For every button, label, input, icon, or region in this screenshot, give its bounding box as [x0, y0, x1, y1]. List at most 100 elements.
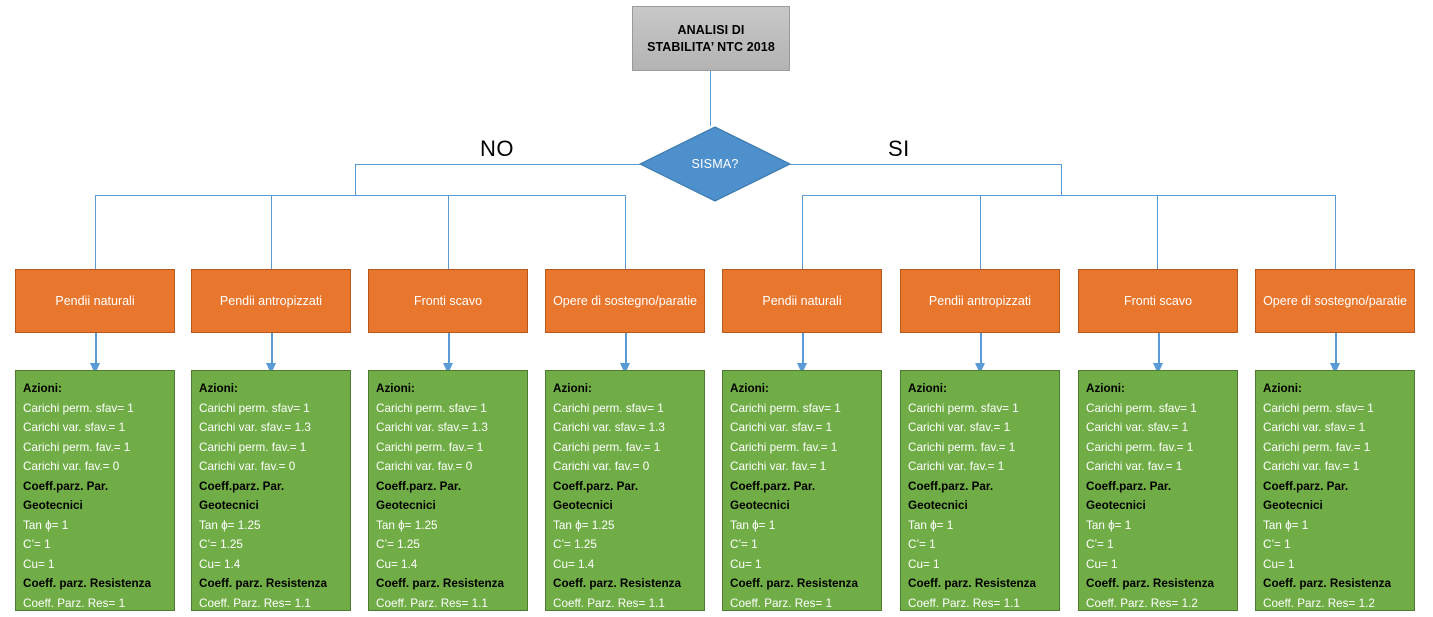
detail-carichi-perm-fav: Carichi perm. fav.= 1 [199, 440, 307, 454]
connector-no-branch-1 [95, 195, 96, 269]
detail-geo-header-2: Geotecnici [553, 499, 613, 512]
detail-carichi-var-sfav: Carichi var. sfav.= 1.3 [376, 421, 488, 434]
detail-c-prime: C’= 1.25 [376, 538, 420, 551]
arrow-to-detail-3 [443, 333, 454, 375]
detail-box-no-fronti-scavo[interactable]: Azioni: Carichi perm. sfav= 1 Carichi va… [368, 370, 528, 611]
category-box-no-opere-sostegno[interactable]: Opere di sostegno/paratie [545, 269, 705, 333]
arrow-to-detail-6 [975, 333, 986, 375]
detail-cu: Cu= 1.4 [553, 557, 595, 571]
detail-carichi-var-sfav: Carichi var. sfav.= 1.3 [199, 421, 311, 434]
detail-azioni-header: Azioni: [908, 382, 947, 395]
detail-carichi-perm-fav: Carichi perm. fav.= 1 [553, 440, 661, 454]
detail-carichi-perm-sfav: Carichi perm. sfav= 1 [376, 401, 487, 415]
detail-azioni-header: Azioni: [376, 382, 415, 395]
category-label: Pendii antropizzati [219, 294, 323, 308]
detail-res-value: Coeff. Parz. Res= 1.1 [376, 596, 488, 610]
detail-c-prime: C’= 1 [1263, 538, 1291, 551]
detail-azioni-header: Azioni: [23, 382, 62, 395]
detail-res-value: Coeff. Parz. Res= 1.2 [1086, 596, 1198, 610]
detail-carichi-perm-sfav: Carichi perm. sfav= 1 [1086, 401, 1197, 415]
detail-box-no-pendii-naturali[interactable]: Azioni: Carichi perm. sfav= 1 Carichi va… [15, 370, 175, 611]
detail-carichi-perm-fav: Carichi perm. fav.= 1 [908, 440, 1016, 454]
detail-geo-header-1: Coeff.parz. Par. [730, 479, 816, 493]
detail-carichi-perm-fav: Carichi perm. fav.= 1 [1263, 440, 1371, 454]
detail-tan-phi: Tan ϕ= 1 [23, 518, 69, 532]
detail-tan-phi: Tan ϕ= 1.25 [376, 518, 438, 532]
detail-carichi-perm-sfav: Carichi perm. sfav= 1 [1263, 401, 1374, 415]
detail-cu: Cu= 1 [908, 557, 940, 571]
connector-si-branch-3 [1157, 195, 1158, 269]
detail-carichi-var-sfav: Carichi var. sfav.= 1 [908, 421, 1011, 434]
detail-res-header: Coeff. parz. Resistenza [553, 577, 681, 590]
branch-label-no: NO [480, 136, 514, 161]
detail-box-si-pendii-naturali[interactable]: Azioni: Carichi perm. sfav= 1 Carichi va… [722, 370, 882, 611]
category-label: Fronti scavo [1123, 294, 1193, 308]
detail-geo-header-1: Coeff.parz. Par. [23, 479, 109, 493]
connector-title-to-diamond [710, 71, 711, 126]
connector-no-branch-2 [271, 195, 272, 269]
detail-cu: Cu= 1.4 [199, 557, 241, 571]
detail-carichi-var-fav: Carichi var. fav.= 0 [23, 460, 120, 473]
connector-si-branch-1 [802, 195, 803, 269]
detail-geo-header-2: Geotecnici [908, 499, 968, 512]
detail-carichi-perm-fav: Carichi perm. fav.= 1 [1086, 440, 1194, 454]
detail-carichi-var-fav: Carichi var. fav.= 1 [908, 460, 1005, 473]
detail-azioni-header: Azioni: [199, 382, 238, 395]
category-label: Opere di sostegno/paratie [553, 294, 697, 308]
detail-box-si-fronti-scavo[interactable]: Azioni: Carichi perm. sfav= 1 Carichi va… [1078, 370, 1238, 611]
detail-tan-phi: Tan ϕ= 1.25 [553, 518, 615, 532]
category-label: Fronti scavo [413, 294, 483, 308]
category-label: Pendii naturali [55, 294, 135, 308]
detail-carichi-var-sfav: Carichi var. sfav.= 1 [1086, 421, 1189, 434]
category-box-no-pendii-antropizzati[interactable]: Pendii antropizzati [191, 269, 351, 333]
detail-res-value: Coeff. Parz. Res= 1 [23, 596, 126, 610]
detail-geo-header-2: Geotecnici [730, 499, 790, 512]
detail-carichi-var-fav: Carichi var. fav.= 0 [376, 460, 473, 473]
detail-box-si-pendii-antropizzati[interactable]: Azioni: Carichi perm. sfav= 1 Carichi va… [900, 370, 1060, 611]
detail-azioni-header: Azioni: [553, 382, 592, 395]
diamond-shape [639, 126, 791, 202]
arrow-to-detail-7 [1153, 333, 1164, 375]
branch-label-si: SI [888, 136, 910, 161]
detail-res-header: Coeff. parz. Resistenza [908, 577, 1036, 590]
detail-res-value: Coeff. Parz. Res= 1.1 [553, 596, 665, 610]
detail-tan-phi: Tan ϕ= 1.25 [199, 518, 261, 532]
category-box-si-fronti-scavo[interactable]: Fronti scavo [1078, 269, 1238, 333]
category-box-no-fronti-scavo[interactable]: Fronti scavo [368, 269, 528, 333]
detail-cu: Cu= 1.4 [376, 557, 418, 571]
detail-carichi-var-fav: Carichi var. fav.= 1 [1086, 460, 1183, 473]
detail-carichi-perm-sfav: Carichi perm. sfav= 1 [199, 401, 310, 415]
category-box-si-pendii-antropizzati[interactable]: Pendii antropizzati [900, 269, 1060, 333]
category-box-no-pendii-naturali[interactable]: Pendii naturali [15, 269, 175, 333]
arrow-to-detail-5 [797, 333, 808, 375]
detail-geo-header-2: Geotecnici [1263, 499, 1323, 512]
detail-c-prime: C’= 1 [730, 538, 758, 551]
category-label: Pendii antropizzati [928, 294, 1032, 308]
detail-c-prime: C’= 1.25 [553, 538, 597, 551]
title-line-1: ANALISI DI [677, 22, 745, 37]
detail-tan-phi: Tan ϕ= 1 [1263, 518, 1309, 532]
connector-no-branch-3 [448, 195, 449, 269]
category-box-si-pendii-naturali[interactable]: Pendii naturali [722, 269, 882, 333]
detail-carichi-var-fav: Carichi var. fav.= 0 [199, 460, 296, 473]
detail-box-no-opere-sostegno[interactable]: Azioni: Carichi perm. sfav= 1 Carichi va… [545, 370, 705, 611]
detail-carichi-var-sfav: Carichi var. sfav.= 1 [730, 421, 833, 434]
detail-box-si-opere-sostegno[interactable]: Azioni: Carichi perm. sfav= 1 Carichi va… [1255, 370, 1415, 611]
detail-c-prime: C’= 1.25 [199, 538, 243, 551]
detail-res-header: Coeff. parz. Resistenza [199, 577, 327, 590]
connector-si-branch-2 [980, 195, 981, 269]
detail-geo-header-2: Geotecnici [23, 499, 83, 512]
detail-c-prime: C’= 1 [1086, 538, 1114, 551]
detail-azioni-header: Azioni: [1263, 382, 1302, 395]
detail-carichi-var-fav: Carichi var. fav.= 1 [730, 460, 827, 473]
category-box-si-opere-sostegno[interactable]: Opere di sostegno/paratie [1255, 269, 1415, 333]
detail-box-no-pendii-antropizzati[interactable]: Azioni: Carichi perm. sfav= 1 Carichi va… [191, 370, 351, 611]
detail-carichi-var-fav: Carichi var. fav.= 0 [553, 460, 650, 473]
detail-res-value: Coeff. Parz. Res= 1.1 [199, 596, 311, 610]
connector-si-horizontal [790, 164, 1062, 165]
detail-cu: Cu= 1 [1086, 557, 1118, 571]
detail-geo-header-2: Geotecnici [1086, 499, 1146, 512]
detail-tan-phi: Tan ϕ= 1 [730, 518, 776, 532]
detail-c-prime: C’= 1 [23, 538, 51, 551]
